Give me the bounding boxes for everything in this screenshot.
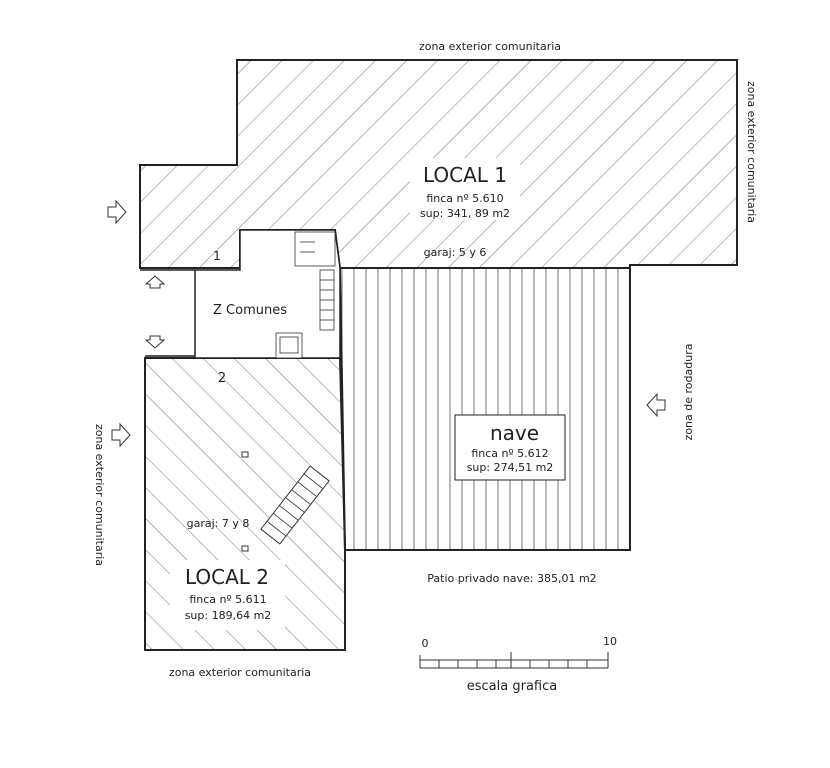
- ramp: [260, 465, 330, 545]
- local-1-surface: sup: 341, 89 m2: [420, 207, 510, 220]
- bottom-zone-label: zona exterior comunitaria: [169, 666, 311, 679]
- local-2-finca: finca nº 5.611: [189, 593, 266, 606]
- left-zone-label: zona exterior comunitaria: [93, 424, 106, 566]
- nave-title: nave: [490, 421, 539, 445]
- entry-arrow-icon: [111, 422, 131, 448]
- scale-start: 0: [422, 637, 429, 650]
- nave-surface: sup: 274,51 m2: [467, 461, 554, 474]
- local-1-garage: garaj: 5 y 6: [424, 246, 487, 259]
- scale-end: 10: [603, 635, 617, 648]
- up-arrow-icon: [144, 275, 166, 289]
- road-zone-label: zona de rodadura: [682, 344, 695, 441]
- entry-arrow-icon: [107, 199, 127, 225]
- nave-finca: finca nº 5.612: [471, 447, 548, 460]
- scale-label: escala grafica: [467, 679, 557, 694]
- local-2-door-number: 2: [218, 371, 226, 386]
- entry-arrow-icon: [646, 392, 666, 418]
- right-zone-label: zona exterior comunitaria: [745, 81, 758, 223]
- local-1-finca: finca nº 5.610: [426, 192, 503, 205]
- patio-label: Patio privado nave: 385,01 m2: [427, 572, 596, 585]
- down-arrow-icon: [144, 335, 166, 349]
- nave-area: [338, 267, 631, 551]
- stairs: [275, 231, 336, 359]
- local-1-title: LOCAL 1: [423, 163, 507, 187]
- local-2-garage: garaj: 7 y 8: [187, 517, 250, 530]
- local-1-door-number: 1: [213, 249, 221, 263]
- common-zone-title: Z Comunes: [213, 303, 287, 318]
- top-zone-label: zona exterior comunitaria: [419, 40, 561, 53]
- scale-bar: [419, 652, 609, 669]
- local-2-title: LOCAL 2: [185, 565, 269, 589]
- local-2-surface: sup: 189,64 m2: [185, 609, 272, 622]
